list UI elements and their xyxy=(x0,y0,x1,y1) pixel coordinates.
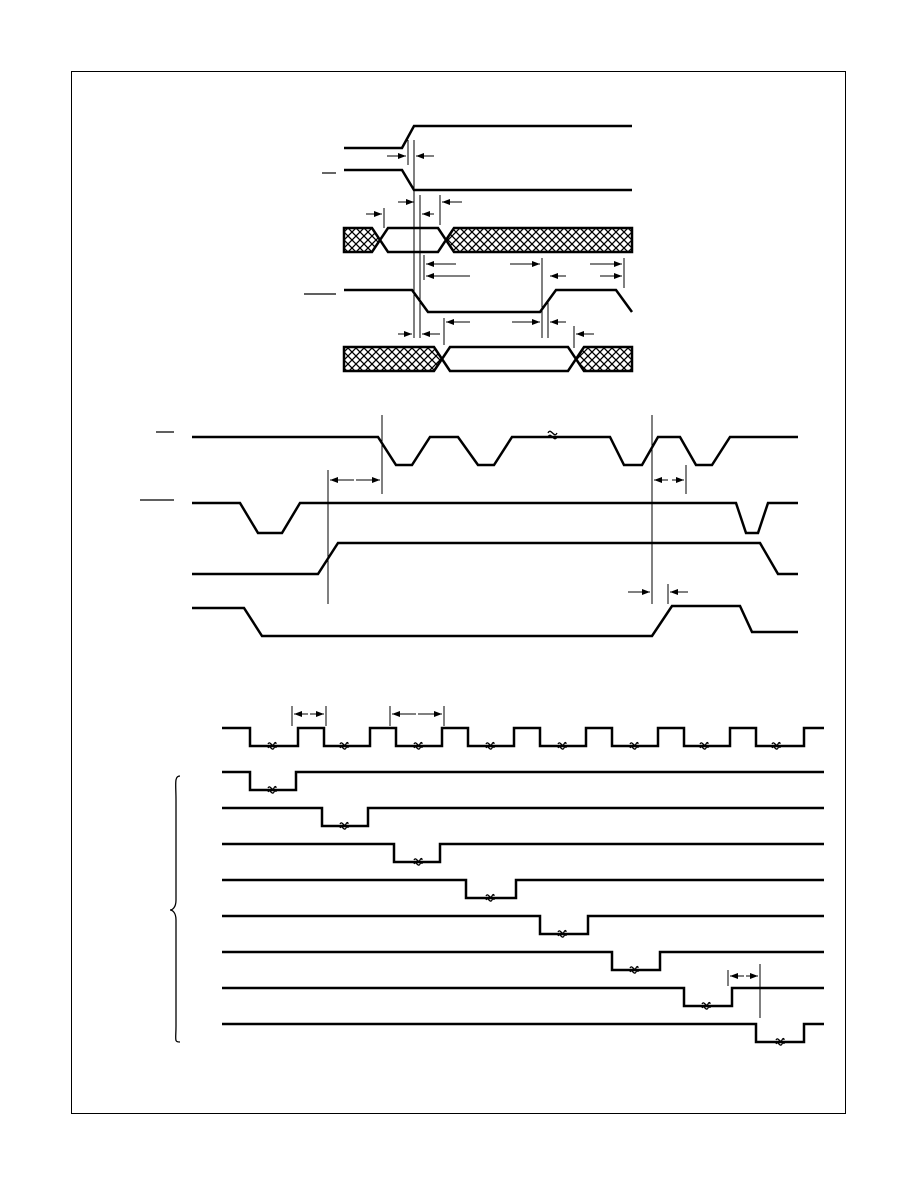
break-mark xyxy=(339,821,349,826)
break-mark xyxy=(701,1005,711,1010)
output-2-waveform xyxy=(222,806,824,828)
break-mark xyxy=(413,861,423,866)
break-mark xyxy=(771,741,781,746)
break-mark xyxy=(629,741,639,746)
break-mark xyxy=(629,965,639,970)
break-mark xyxy=(629,969,639,974)
break-mark xyxy=(485,741,495,746)
break-mark xyxy=(699,745,709,750)
timing-diagram-2 xyxy=(140,415,798,638)
break-mark xyxy=(557,929,567,934)
break-mark xyxy=(771,745,781,750)
output-5-waveform xyxy=(222,914,824,936)
break-mark xyxy=(775,1041,785,1046)
break-mark xyxy=(267,741,277,746)
page-border xyxy=(71,71,846,1114)
strobe-active-low-waveform xyxy=(192,501,798,535)
break-mark xyxy=(339,741,349,746)
signal-2-waveform xyxy=(344,168,632,192)
clock-active-low-waveform xyxy=(192,435,798,467)
break-mark xyxy=(557,741,567,746)
bus-1-invalid xyxy=(444,226,634,254)
break-mark xyxy=(267,789,277,794)
signal-low-waveform xyxy=(192,604,798,638)
break-mark xyxy=(547,430,558,436)
output-1-waveform xyxy=(222,770,824,792)
break-mark xyxy=(485,745,495,750)
bus-1-valid xyxy=(378,226,448,254)
break-mark xyxy=(339,825,349,830)
output-6-waveform xyxy=(222,950,824,972)
output-group-brace xyxy=(169,775,181,1043)
break-mark xyxy=(413,741,423,746)
break-mark xyxy=(413,857,423,862)
bus-2-valid xyxy=(440,345,578,373)
clock-waveform xyxy=(222,726,824,748)
break-mark xyxy=(339,745,349,750)
break-mark xyxy=(701,1001,711,1006)
output-4-waveform xyxy=(222,878,824,900)
break-mark xyxy=(485,897,495,902)
break-mark xyxy=(699,741,709,746)
signal-1-waveform xyxy=(344,124,632,150)
bus-2-invalid xyxy=(574,345,634,373)
break-mark xyxy=(547,434,558,440)
timing-diagram-1 xyxy=(304,124,634,373)
signal-3-waveform xyxy=(344,288,634,314)
output-8-waveform xyxy=(222,1022,824,1044)
break-mark xyxy=(413,745,423,750)
break-mark xyxy=(267,745,277,750)
break-mark xyxy=(485,893,495,898)
bus-1-invalid xyxy=(342,226,382,254)
output-3-waveform xyxy=(222,842,824,864)
break-mark xyxy=(267,785,277,790)
break-mark xyxy=(629,745,639,750)
bus-2-invalid xyxy=(342,345,444,373)
timing-diagram-3 xyxy=(169,706,824,1046)
break-mark xyxy=(557,745,567,750)
signal-high-waveform xyxy=(192,541,798,576)
break-mark xyxy=(557,933,567,938)
break-mark xyxy=(775,1037,785,1042)
output-7-waveform xyxy=(222,986,824,1008)
